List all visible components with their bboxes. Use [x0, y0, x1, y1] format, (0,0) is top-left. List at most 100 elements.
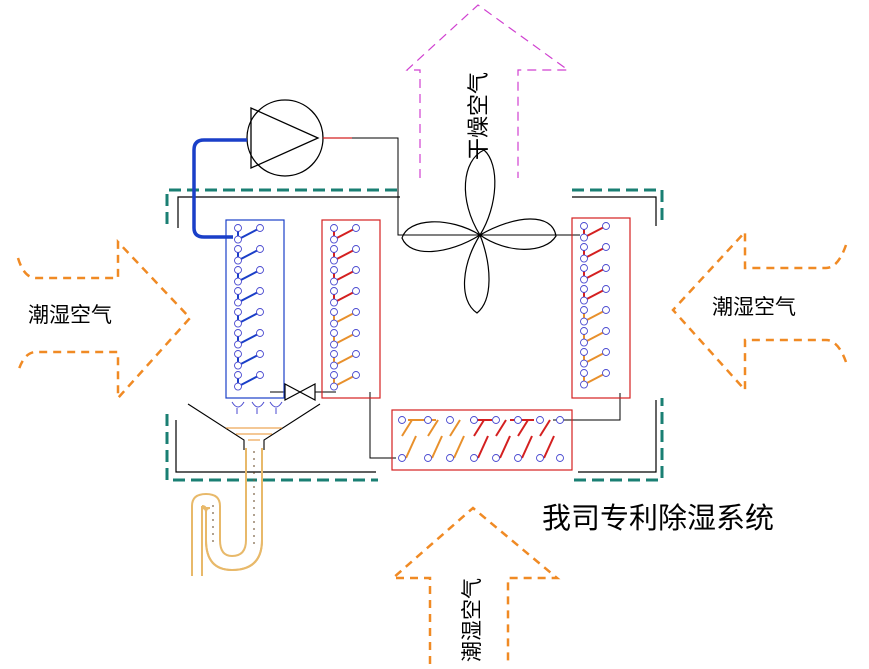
tube-node	[234, 266, 242, 274]
compressor-icon	[246, 99, 324, 177]
tube-node	[352, 287, 360, 295]
tube-node	[580, 348, 588, 356]
water-dot	[253, 521, 255, 523]
water-dot	[253, 451, 255, 453]
condenser-coil-right	[571, 217, 631, 399]
tube-segment	[333, 353, 357, 367]
tube-node	[424, 416, 432, 424]
tube-segment	[543, 435, 555, 459]
tube-node	[580, 317, 588, 326]
tube-segment	[405, 435, 417, 459]
water-dot	[253, 514, 255, 516]
water-dot	[212, 512, 214, 514]
tube-node	[580, 380, 588, 389]
tube-segment	[333, 332, 357, 346]
tube-node	[514, 454, 522, 462]
tube-segment	[237, 227, 261, 241]
tube-node	[580, 243, 588, 251]
tube-segment	[333, 227, 357, 241]
tube-node	[602, 327, 610, 335]
water-dot	[253, 500, 255, 502]
tube-node	[352, 371, 360, 379]
tube-node	[602, 243, 610, 251]
tube-node	[398, 454, 406, 462]
tube-node	[234, 361, 242, 370]
tube-node	[556, 416, 564, 424]
water-dot	[212, 505, 214, 507]
tube-node	[492, 416, 500, 424]
tube-node	[580, 296, 588, 305]
tube-node	[330, 256, 338, 265]
condenser-coil-bottom	[391, 409, 573, 471]
tube-node	[256, 329, 264, 337]
condenser-middle-pipes	[330, 224, 360, 391]
tube-node	[234, 329, 242, 337]
tube-node	[256, 287, 264, 295]
tube-node	[330, 350, 338, 358]
tube-node	[330, 287, 338, 295]
tube-node	[234, 382, 242, 391]
tube-segment	[499, 435, 511, 459]
tube-node	[256, 266, 264, 274]
tube-node	[234, 224, 242, 232]
tube-segment	[453, 435, 465, 459]
tube-node	[330, 298, 338, 307]
tube-segment	[473, 419, 485, 437]
tube-node	[234, 287, 242, 295]
water-dot	[253, 507, 255, 509]
suction-line	[192, 138, 247, 239]
tube-segment	[583, 288, 607, 302]
tube-node	[352, 245, 360, 253]
tube-node	[330, 235, 338, 244]
housing-inner	[175, 196, 657, 473]
water-dot	[253, 472, 255, 474]
water-dot	[253, 528, 255, 530]
fan-icon	[401, 149, 557, 314]
water-dot	[253, 479, 255, 481]
condenser-link-line	[369, 392, 396, 459]
humid-air-arrow-bottom	[389, 506, 561, 664]
tube-segment	[431, 435, 443, 459]
tube-node	[514, 416, 522, 424]
tube-segment	[495, 419, 507, 437]
tube-node	[330, 382, 338, 391]
tube-node	[424, 454, 432, 462]
water-dot	[212, 540, 214, 542]
tube-node	[234, 256, 242, 265]
tube-node	[580, 359, 588, 368]
tube-segment	[427, 419, 439, 437]
water-dot	[253, 486, 255, 488]
tube-node	[330, 361, 338, 370]
tube-node	[446, 454, 454, 462]
tube-node	[330, 266, 338, 274]
tube-node	[330, 277, 338, 286]
drain-water-dots	[212, 451, 255, 544]
tube-node	[536, 416, 544, 424]
tube-node	[330, 371, 338, 379]
tube-node	[256, 350, 264, 358]
humid-air-left-label: 潮湿空气	[28, 303, 112, 327]
tube-node	[234, 308, 242, 316]
dry-air-label: 干燥空气	[467, 72, 492, 160]
evaporator-coil	[225, 219, 285, 399]
water-dot	[253, 458, 255, 460]
tube-node	[446, 416, 454, 424]
tube-node	[536, 454, 544, 462]
tube-node	[602, 306, 610, 314]
tube-node	[580, 222, 588, 230]
tube-node	[256, 371, 264, 379]
tube-segment	[237, 374, 261, 388]
tube-node	[256, 224, 264, 232]
tube-segment	[237, 269, 261, 283]
humid-air-arrow-right	[671, 228, 848, 394]
tube-segment	[539, 419, 551, 437]
tube-segment	[333, 269, 357, 283]
tube-node	[330, 224, 338, 232]
tube-segment	[237, 332, 261, 346]
tube-node	[602, 285, 610, 293]
condenser-right-pipes	[580, 222, 610, 389]
tube-node	[580, 275, 588, 284]
tube-node	[602, 348, 610, 356]
tube-segment	[583, 351, 607, 365]
tube-segment	[333, 311, 357, 325]
